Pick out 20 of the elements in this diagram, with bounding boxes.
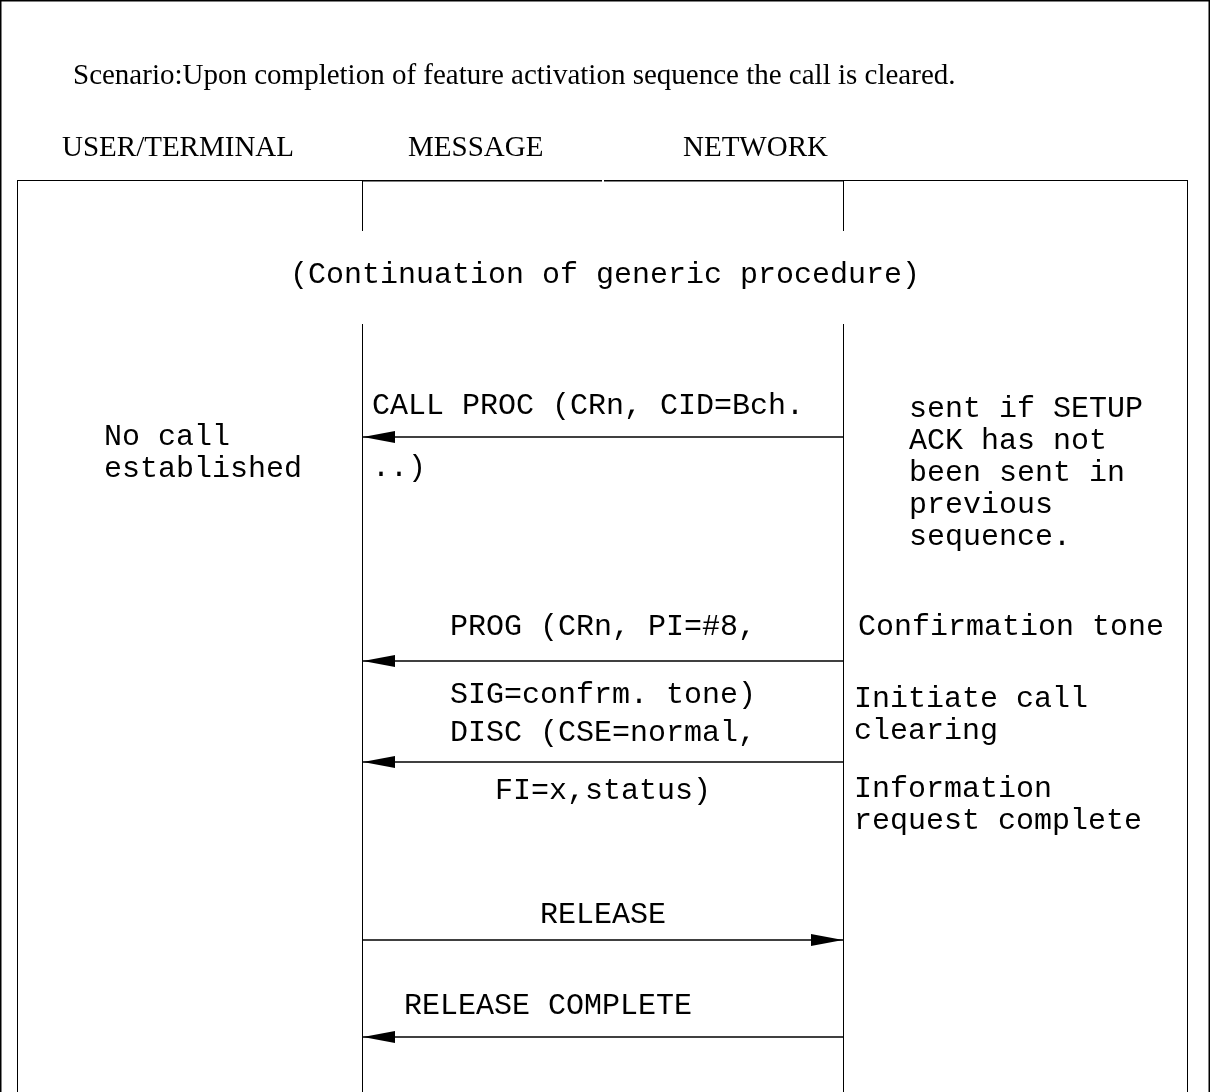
arrow: [362, 756, 844, 768]
column-header: MESSAGE: [408, 130, 544, 163]
column-header: USER/TERMINAL: [62, 130, 294, 163]
column-header: NETWORK: [683, 130, 828, 163]
arrow: [362, 1031, 844, 1043]
note-text: sent if SETUP ACK has not been sent in previous sequence.: [909, 393, 1145, 553]
message-label: DISC (CSE=normal, FI=x,status): [448, 715, 758, 810]
note-text: Information request complete: [854, 773, 1144, 837]
continuation-note: (Continuation of generic procedure): [289, 258, 921, 292]
arrow: [362, 655, 844, 667]
arrow: [362, 934, 844, 946]
note-text: Confirmation tone: [858, 611, 1166, 643]
arrow: [362, 431, 844, 443]
message-label: CALL PROC (CRn, CID=Bch. ..): [372, 388, 806, 487]
scenario-title: Scenario:Upon completion of feature activation sequence the call is cleared.: [73, 58, 956, 91]
message-label: PROG (CRn, PI=#8, SIG=confrm. tone): [448, 609, 758, 714]
note-text: No call established: [104, 421, 304, 485]
message-label: RELEASE COMPLETE: [404, 988, 694, 1024]
note-text: Initiate call clearing: [854, 683, 1090, 747]
message-label: RELEASE: [539, 897, 667, 933]
